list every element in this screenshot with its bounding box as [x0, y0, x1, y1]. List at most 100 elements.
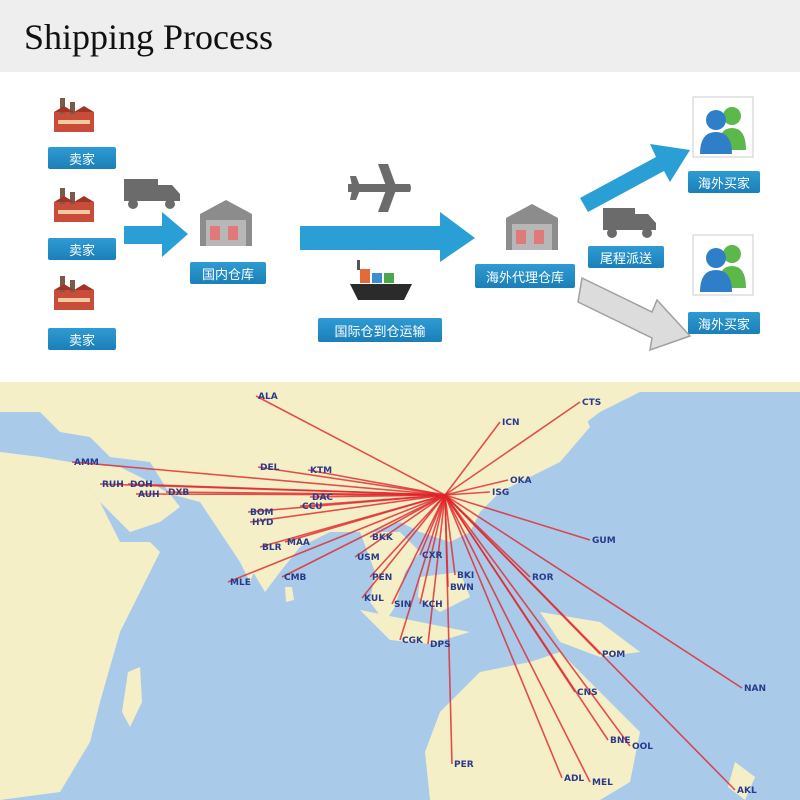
- airport-code-kch: KCH: [422, 600, 443, 610]
- route-line-oka: [444, 479, 509, 496]
- route-line-cgk: [399, 494, 446, 641]
- route-line-usm: [354, 494, 446, 558]
- header-bar: Shipping Process: [0, 0, 800, 72]
- route-lines: [71, 395, 743, 791]
- airport-code-kul: KUL: [364, 594, 384, 604]
- airport-code-oka: OKA: [510, 476, 532, 486]
- land-indonesia: [360, 610, 470, 644]
- airport-code-ccu: CCU: [302, 502, 323, 512]
- airport-code-pom: POM: [602, 650, 625, 660]
- land-newguinea: [540, 612, 640, 657]
- route-line-per: [444, 494, 453, 765]
- route-line-ala: [255, 395, 446, 496]
- ship-icon: [350, 260, 412, 300]
- route-line-isg: [444, 491, 491, 496]
- seller-label-1: 卖家: [48, 147, 116, 169]
- airport-code-ror: ROR: [532, 573, 554, 583]
- route-line-mle: [227, 494, 446, 583]
- warehouse-icon: [200, 200, 252, 246]
- route-line-del: [257, 466, 446, 496]
- airport-code-amm: AMM: [74, 458, 99, 468]
- factory-icon: [54, 98, 94, 132]
- airport-code-hyd: HYD: [252, 518, 274, 528]
- airport-code-del: DEL: [260, 463, 280, 473]
- airport-code-ruh: RUH: [102, 480, 124, 490]
- land-africa: [0, 452, 160, 800]
- airport-code-bwn: BWN: [450, 583, 474, 593]
- airport-code-doh: DOH: [130, 480, 153, 490]
- route-line-hyd: [249, 494, 446, 523]
- airport-code-sin: SIN: [394, 600, 411, 610]
- domestic-warehouse-label: 国内仓库: [190, 262, 266, 284]
- airport-code-cns: CNS: [577, 688, 598, 698]
- airport-code-dac: DAC: [312, 493, 333, 503]
- route-line-cts: [444, 401, 581, 496]
- airport-code-ool: OOL: [632, 742, 653, 752]
- route-line-sin: [391, 494, 446, 605]
- airport-code-cmb: CMB: [284, 573, 307, 583]
- airport-code-ktm: KTM: [310, 466, 332, 476]
- land-japan: [540, 402, 590, 472]
- airport-code-mel: MEL: [592, 778, 613, 788]
- truck-last-mile-icon: [603, 208, 656, 238]
- factory-icon: [54, 188, 94, 222]
- route-line-maa: [284, 494, 446, 543]
- airport-code-gum: GUM: [592, 536, 616, 546]
- route-line-pen: [369, 494, 446, 578]
- seller-label-3: 卖家: [48, 328, 116, 350]
- airport-code-auh: AUH: [138, 490, 160, 500]
- route-line-nan: [444, 494, 743, 689]
- airport-code-adl: ADL: [564, 774, 584, 784]
- route-line-adl: [444, 494, 563, 779]
- route-line-dac: [309, 494, 446, 498]
- airport-code-dxb: DXB: [168, 488, 189, 498]
- land-seasia: [360, 532, 420, 622]
- buyer-avatar-icon: [692, 234, 754, 296]
- route-line-kul: [361, 494, 446, 599]
- airport-code-cgk: CGK: [402, 636, 424, 646]
- land-asia: [0, 382, 800, 582]
- airplane-icon: [348, 164, 411, 212]
- airport-code-bkk: BKK: [372, 533, 394, 543]
- airport-code-cts: CTS: [582, 398, 601, 408]
- route-line-ktm: [307, 469, 446, 496]
- route-line-gum: [444, 494, 591, 541]
- airport-code-per: PER: [454, 760, 474, 770]
- airport-code-bki: BKI: [457, 571, 474, 581]
- truck-icon: [124, 179, 180, 209]
- route-line-doh: [127, 483, 446, 496]
- buyer-label-1: 海外买家: [688, 171, 760, 193]
- route-line-bne: [444, 494, 609, 741]
- route-line-cmb: [281, 494, 446, 578]
- airport-code-bne: BNE: [610, 736, 631, 746]
- route-line-kch: [419, 494, 446, 605]
- land-arabia: [70, 462, 180, 532]
- factory-icon: [54, 276, 94, 310]
- land-nz: [728, 762, 755, 800]
- intl-transport-label: 国际仓到仓运输: [318, 318, 442, 342]
- shipping-flow-diagram: 卖家 卖家 卖家 国内仓库 国际仓到仓运输 海外代理仓库 尾程派送 海外买家 海…: [0, 72, 800, 382]
- seller-label-2: 卖家: [48, 238, 116, 260]
- airport-code-maa: MAA: [287, 538, 310, 548]
- route-line-akl: [444, 494, 736, 791]
- airport-code-icn: ICN: [502, 418, 520, 428]
- arrow-to-buyer-top: [580, 144, 690, 212]
- land-australia: [425, 652, 640, 800]
- flow-graphics: [124, 144, 692, 352]
- overseas-warehouse-label: 海外代理仓库: [475, 264, 575, 288]
- route-line-cxr: [419, 494, 446, 556]
- overseas-warehouse-icon: [506, 204, 558, 250]
- airport-code-bom: BOM: [250, 508, 274, 518]
- route-line-ool: [444, 494, 631, 747]
- last-mile-label: 尾程派送: [588, 246, 664, 268]
- page-title: Shipping Process: [24, 17, 274, 57]
- route-line-bkk: [369, 494, 446, 538]
- buyer-avatar-icon: [692, 96, 754, 158]
- buyer-label-2: 海外买家: [688, 312, 760, 334]
- route-line-dps: [427, 494, 446, 645]
- airport-code-nan: NAN: [744, 684, 766, 694]
- arrow-international-transport: [300, 212, 475, 262]
- airport-code-usm: USM: [357, 553, 380, 563]
